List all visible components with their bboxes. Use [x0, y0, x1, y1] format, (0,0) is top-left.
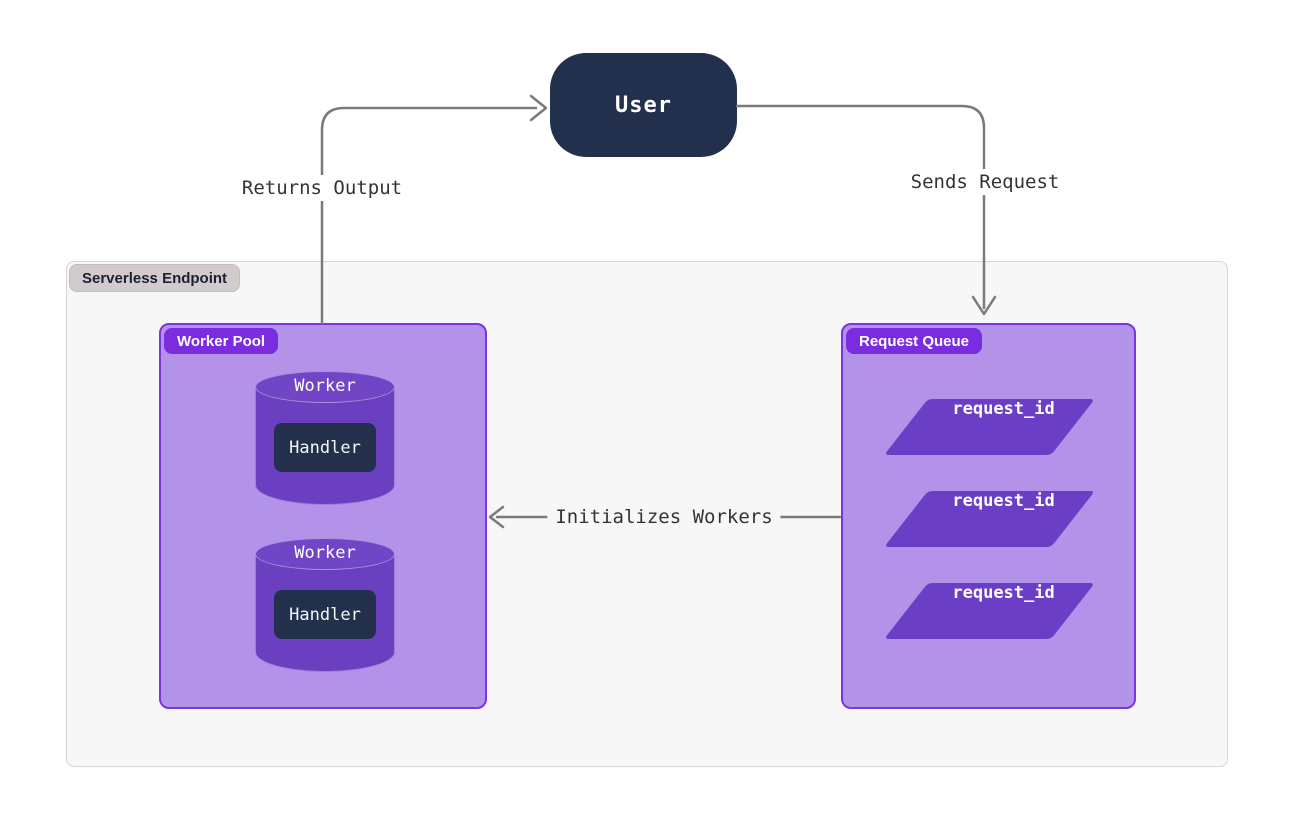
request-queue-label: Request Queue [859, 333, 970, 350]
handler-1-label: Handler [289, 437, 361, 458]
request-id-2-label: request_id [952, 491, 1055, 511]
worker-cylinder-1-top-ellipse [255, 371, 395, 403]
edge-label-initializes-workers: Initializes Workers [547, 504, 781, 530]
handler-node-2: Handler [274, 590, 376, 639]
request-id-3-label: request_id [952, 583, 1055, 603]
user-node: User [550, 53, 737, 157]
request-queue-box: Request Queue request_id request_id requ… [841, 323, 1136, 709]
worker-pool-badge: Worker Pool [164, 328, 279, 354]
serverless-endpoint-label: Serverless Endpoint [82, 270, 228, 287]
handler-2-label: Handler [289, 604, 361, 625]
worker-cylinder-2-top-ellipse [255, 538, 395, 570]
handler-node-1: Handler [274, 423, 376, 472]
request-id-item-1: request_id [884, 399, 1095, 455]
request-queue-badge: Request Queue [846, 328, 983, 354]
worker-1-label: Worker [294, 376, 356, 396]
user-node-label: User [615, 92, 672, 118]
edge-label-sends-request: Sends Request [902, 169, 1068, 195]
request-id-item-2: request_id [884, 491, 1095, 547]
worker-cylinder-2: Worker Handler [255, 538, 395, 672]
serverless-endpoint-badge: Serverless Endpoint [69, 264, 241, 292]
worker-pool-box: Worker Pool Worker Handler Worker Handle… [159, 323, 487, 709]
request-id-1-label: request_id [952, 399, 1055, 419]
worker-2-label: Worker [294, 543, 356, 563]
edge-returns-output-arrowhead [529, 94, 548, 122]
serverless-endpoint-container: Serverless Endpoint Worker Pool Worker H… [66, 261, 1228, 767]
edge-label-returns-output: Returns Output [233, 175, 411, 201]
worker-pool-label: Worker Pool [177, 333, 266, 350]
worker-cylinder-1: Worker Handler [255, 371, 395, 505]
request-id-item-3: request_id [884, 583, 1095, 639]
